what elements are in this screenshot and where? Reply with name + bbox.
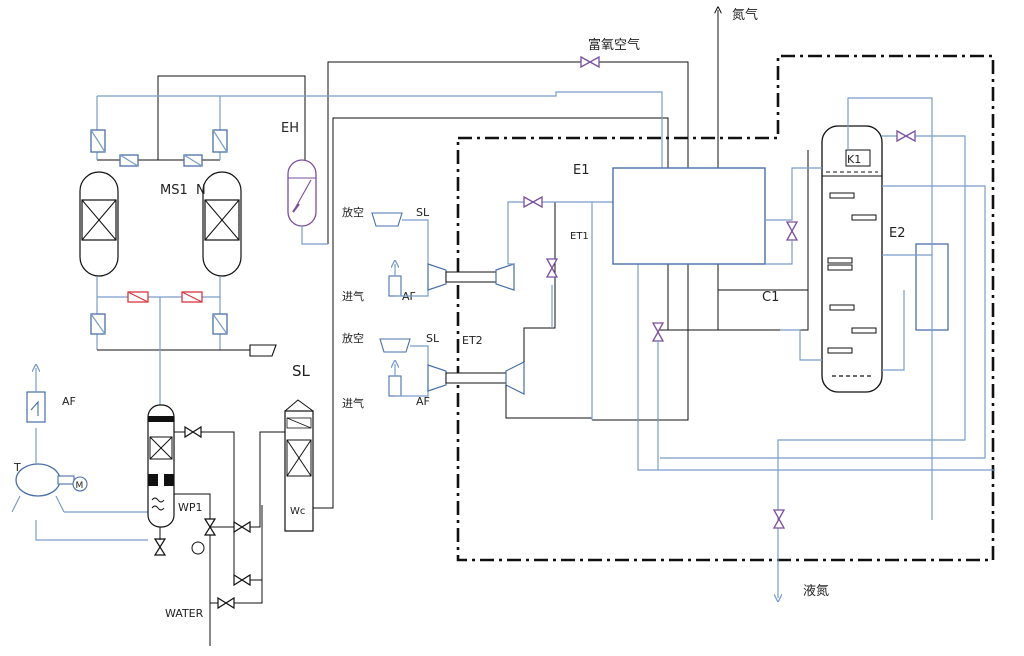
valve-water-3[interactable]: [233, 574, 251, 586]
af-filter-2: [388, 375, 402, 397]
cold-box-boundary: [456, 54, 995, 562]
eh-label: EH: [281, 121, 299, 136]
valve-liquid-nitrogen[interactable]: [773, 509, 785, 529]
pipe-eh-top: [157, 75, 306, 160]
compressor-motor: [72, 476, 88, 492]
et1-expander: [495, 263, 515, 291]
ms1-silencer: [249, 344, 277, 357]
motor-t-label: T: [13, 461, 21, 474]
et1-shaft: [445, 271, 497, 283]
vent-2-label: 放空: [342, 331, 364, 345]
wp1-label: WP1: [178, 501, 203, 514]
e1-heat-exchanger: [612, 167, 766, 265]
inlet-2-label: 进气: [342, 396, 364, 410]
et2-expander: [505, 361, 525, 395]
valve-tower-drain[interactable]: [154, 538, 166, 556]
liquid-nitrogen-label: 液氮: [803, 584, 829, 599]
pipe-oxygen-rich-air: [327, 61, 689, 421]
nitrogen-label: 氮气: [732, 7, 758, 23]
valve-water-top[interactable]: [184, 426, 202, 438]
valve-c1[interactable]: [652, 322, 664, 342]
precooling-tower: [147, 404, 175, 528]
water-pump: [191, 541, 205, 555]
vent-1-label: 放空: [342, 205, 364, 219]
e2-label: E2: [889, 226, 906, 241]
af-filter-1: [388, 275, 402, 297]
et1-compressor: [427, 263, 447, 291]
et2-shaft: [445, 372, 507, 384]
valve-et1-top[interactable]: [523, 196, 543, 208]
inlet-1-label: 进气: [342, 289, 364, 303]
oxygen-rich-air-label: 富氧空气: [588, 37, 640, 53]
vent-2-silencer: [379, 338, 411, 353]
et2-compressor: [427, 364, 447, 392]
af-2-label: AF: [416, 395, 430, 408]
et2-label: ET2: [462, 334, 483, 347]
et1-label: ET1: [570, 231, 589, 242]
ms1-label: MS1: [160, 183, 188, 198]
valve-water-4[interactable]: [217, 597, 235, 609]
valve-oxygen-rich-air[interactable]: [580, 56, 600, 68]
sl-tower-top: [284, 399, 314, 412]
eh-heater: [287, 159, 317, 227]
sl-tower: [284, 410, 314, 532]
wc-label: Wc: [290, 506, 305, 517]
water-label: WATER: [165, 607, 204, 620]
e1-label: E1: [573, 163, 590, 178]
motor-m-label: M: [76, 481, 84, 491]
vent-1-silencer: [371, 212, 403, 227]
sl-tower-label: SL: [292, 362, 311, 380]
af-left-label: AF: [62, 395, 76, 408]
af-filter-left: [26, 391, 46, 423]
valve-e2-top[interactable]: [896, 130, 916, 142]
air-compressor: [15, 463, 61, 497]
sl-1-label: SL: [416, 206, 430, 219]
ms1-n-label: N: [196, 183, 206, 198]
sl-2-label: SL: [426, 332, 440, 345]
k1-condenser: [845, 149, 871, 167]
valve-water-2[interactable]: [233, 521, 251, 533]
pipe-top-blue: [97, 91, 663, 170]
valve-e2-feed[interactable]: [786, 221, 798, 241]
c1-label: C1: [762, 290, 779, 305]
k1-label: K1: [847, 153, 861, 166]
